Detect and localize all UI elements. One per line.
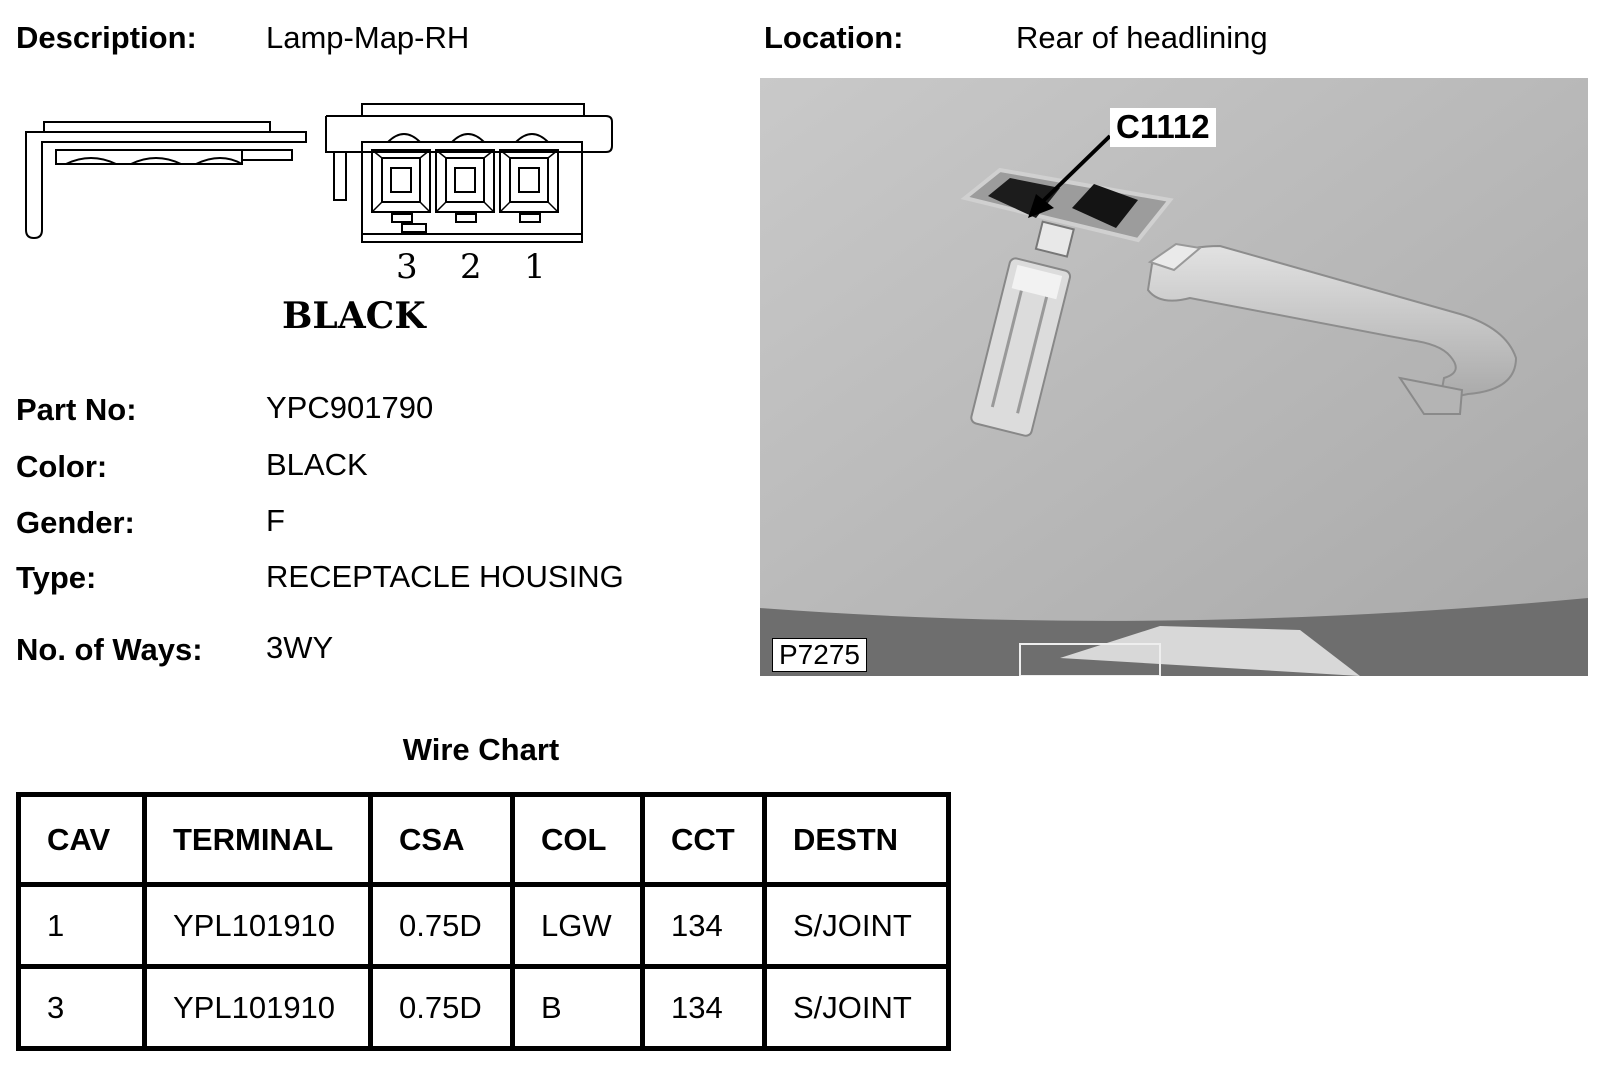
column-header-col: COL bbox=[510, 792, 645, 887]
table-header-row: CAV TERMINAL CSA COL CCT DESTN bbox=[16, 792, 951, 887]
cell-cav: 1 bbox=[16, 882, 147, 969]
table-row: 3 YPL101910 0.75D B 134 S/JOINT bbox=[16, 964, 951, 1051]
photo-reference: P7275 bbox=[772, 638, 867, 672]
pin-label-1: 1 bbox=[524, 247, 546, 287]
column-header-csa: CSA bbox=[368, 792, 515, 887]
cell-cct: 134 bbox=[640, 882, 767, 969]
part-no-label: Part No: bbox=[16, 392, 137, 427]
housing-color-label: BLACK bbox=[282, 295, 427, 337]
cell-terminal: YPL101910 bbox=[142, 964, 373, 1051]
column-header-destn: DESTN bbox=[762, 792, 951, 887]
description-label: Description: bbox=[16, 20, 197, 55]
color-label: Color: bbox=[16, 449, 108, 484]
gender-value: F bbox=[266, 503, 285, 538]
cell-col: B bbox=[510, 964, 645, 1051]
cell-destn: S/JOINT bbox=[762, 882, 951, 969]
column-header-cav: CAV bbox=[16, 792, 147, 887]
ways-value: 3WY bbox=[266, 630, 334, 665]
column-header-cct: CCT bbox=[640, 792, 767, 887]
pin-label-2: 2 bbox=[460, 247, 482, 287]
gender-label: Gender: bbox=[16, 505, 135, 540]
location-label: Location: bbox=[764, 20, 904, 55]
location-photo: C1112 P7275 bbox=[760, 78, 1588, 676]
part-no-value: YPC901790 bbox=[266, 390, 434, 425]
wire-chart-title: Wire Chart bbox=[402, 732, 560, 767]
wire-chart-table: CAV TERMINAL CSA COL CCT DESTN 1 YPL1019… bbox=[16, 792, 951, 1051]
ways-label: No. of Ways: bbox=[16, 632, 203, 667]
cell-cav: 3 bbox=[16, 964, 147, 1051]
connector-diagram: 3 2 1 BLACK bbox=[25, 103, 613, 337]
color-value: BLACK bbox=[266, 447, 368, 482]
type-label: Type: bbox=[16, 560, 97, 595]
cell-csa: 0.75D bbox=[368, 964, 515, 1051]
connector-callout: C1112 bbox=[1110, 108, 1216, 147]
cell-cct: 134 bbox=[640, 964, 767, 1051]
pin-label-3: 3 bbox=[396, 247, 418, 287]
location-value: Rear of headlining bbox=[1016, 20, 1268, 55]
cell-csa: 0.75D bbox=[368, 882, 515, 969]
column-header-terminal: TERMINAL bbox=[142, 792, 373, 887]
description-value: Lamp-Map-RH bbox=[266, 20, 470, 55]
cell-destn: S/JOINT bbox=[762, 964, 951, 1051]
type-value: RECEPTACLE HOUSING bbox=[266, 559, 624, 594]
cell-terminal: YPL101910 bbox=[142, 882, 373, 969]
table-row: 1 YPL101910 0.75D LGW 134 S/JOINT bbox=[16, 882, 951, 969]
cell-col: LGW bbox=[510, 882, 645, 969]
